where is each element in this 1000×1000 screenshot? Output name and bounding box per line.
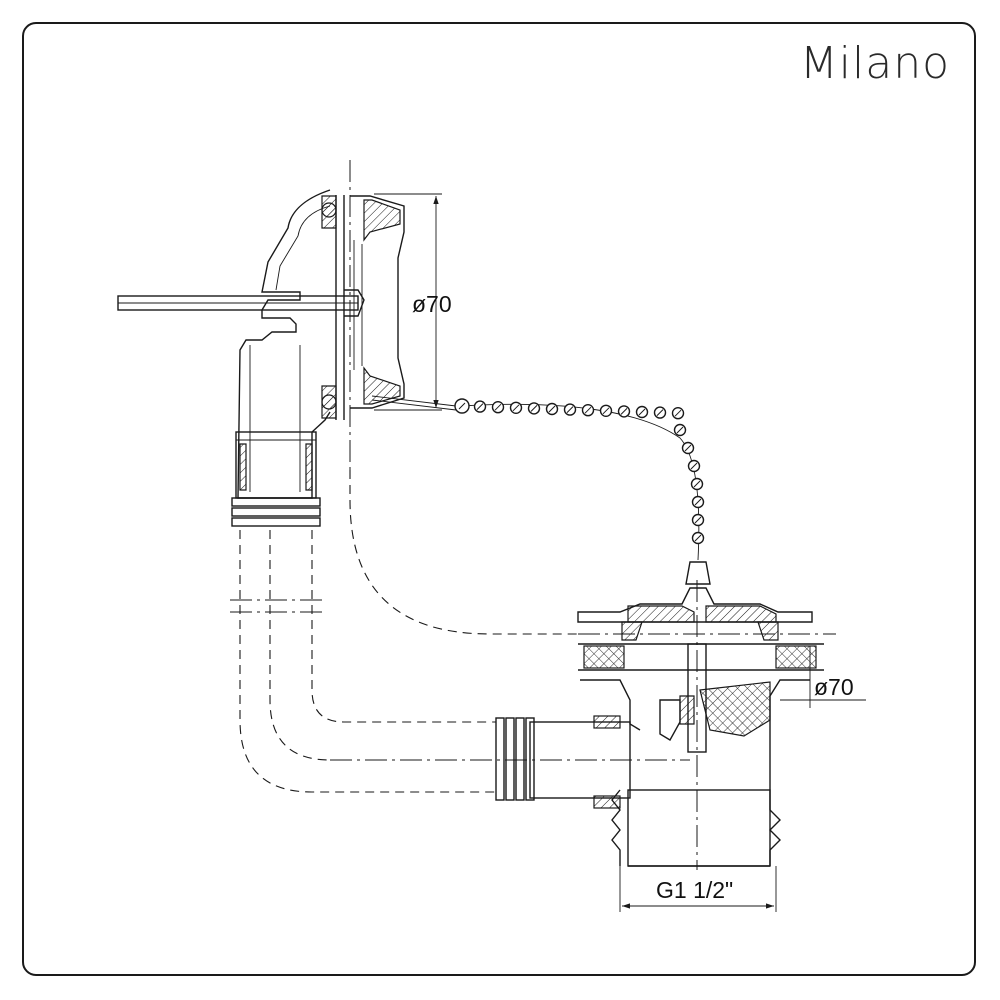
- chain-bead-mark: [638, 408, 646, 416]
- cover-hatch-bottom: [363, 366, 401, 405]
- chain-bead-mark: [674, 409, 682, 417]
- drain-assembly: [495, 580, 866, 912]
- drawing-frame: [22, 22, 976, 976]
- chain-bead-mark: [476, 403, 484, 410]
- overflow-assembly: [117, 160, 442, 527]
- chain-bead-mark: [656, 409, 664, 416]
- chain-bead-mark: [693, 480, 701, 488]
- chain-bead-mark: [694, 498, 702, 506]
- chain-bead-mark: [458, 402, 466, 410]
- plug-chain: [371, 395, 711, 585]
- brand-logo: Milano: [799, 38, 950, 89]
- chain-bead-mark: [512, 404, 520, 412]
- outlet-diameter-label: ø70: [814, 674, 854, 700]
- cover-hatch-top: [363, 199, 401, 242]
- chain-bead-mark: [566, 406, 574, 413]
- chain-bead-mark: [694, 534, 702, 542]
- chain-bead-mark: [602, 407, 610, 415]
- body-hatch: [699, 681, 771, 737]
- overflow-diameter-label: ø70: [412, 291, 452, 317]
- gasket-left: [583, 645, 625, 669]
- chain-bead-mark: [694, 516, 702, 524]
- chain-bead-mark: [548, 405, 556, 413]
- outlet-thread-label: G1 1/2": [656, 877, 733, 903]
- chain-bead-mark: [676, 426, 684, 434]
- chain-bead-mark: [584, 406, 592, 414]
- gasket-right: [775, 645, 817, 669]
- chain-bead-mark: [620, 408, 628, 415]
- chain-bead-mark: [530, 405, 538, 412]
- chain-bead-mark: [494, 403, 502, 411]
- chain-bead-mark: [684, 444, 692, 452]
- chain-bead-mark: [690, 462, 698, 470]
